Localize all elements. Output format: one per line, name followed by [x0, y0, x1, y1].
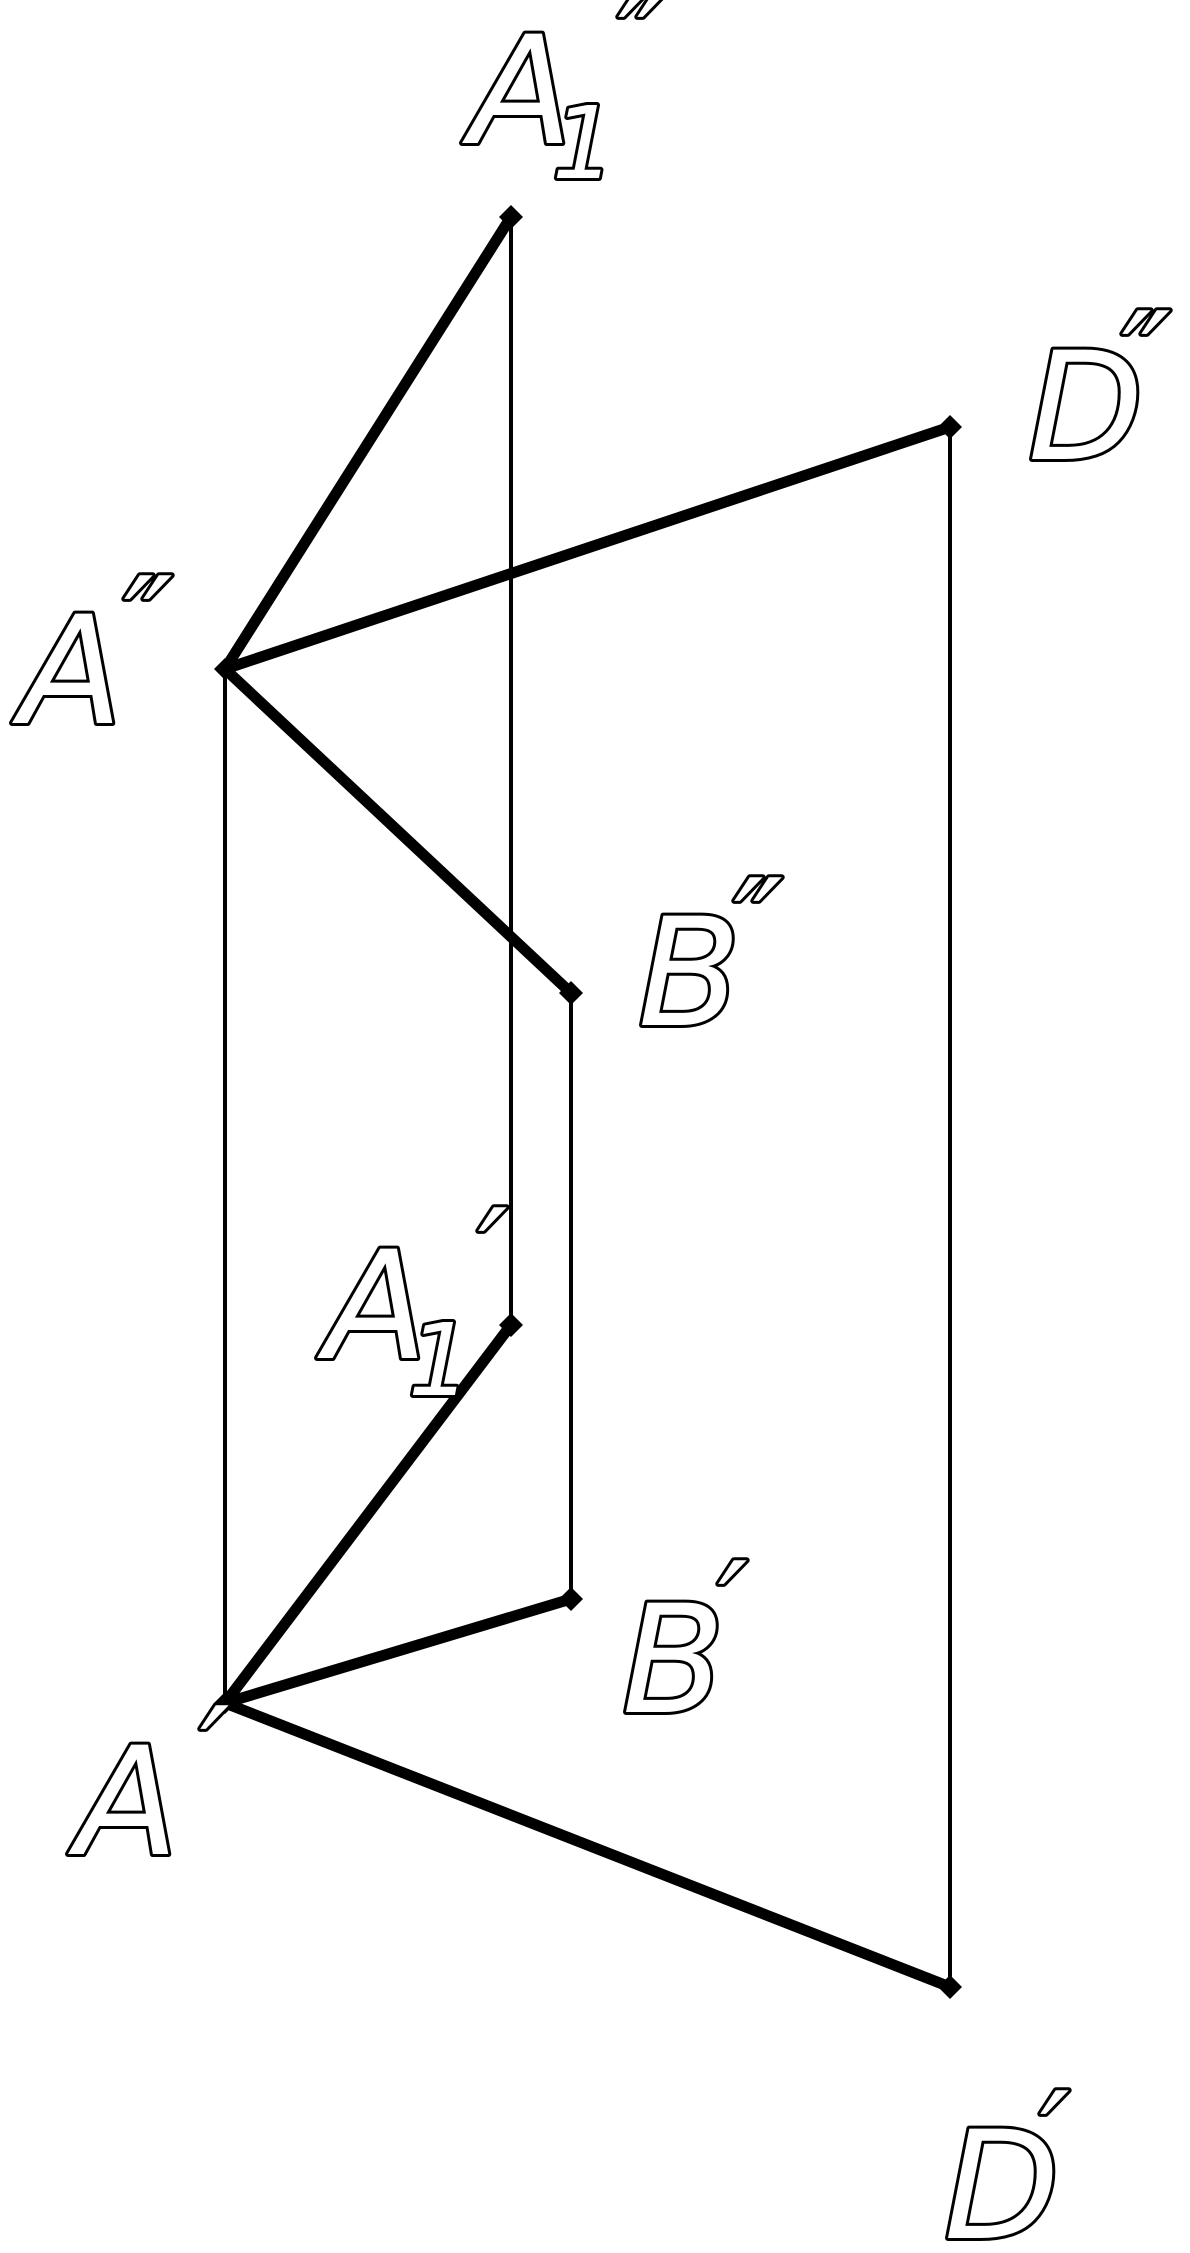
label-primes: ″: [618, 0, 667, 119]
label-subscript: 1: [408, 1302, 472, 1419]
point-a-horizontal-marker: [214, 1692, 236, 1714]
segment-a-d-frontal: [219, 421, 956, 675]
label-a-single-prime: A ′: [65, 1676, 233, 1893]
label-letter: A: [12, 585, 123, 759]
label-subscript: 1: [552, 85, 616, 202]
point-markers: [214, 205, 962, 1999]
label-primes: ″: [734, 851, 783, 1003]
label-letter: D: [944, 2100, 1060, 2253]
point-a1-frontal-marker: [499, 205, 523, 229]
label-a1-double-prime: A 1 ″: [459, 0, 670, 205]
segment-a-b-horizontal: [219, 1593, 577, 1709]
point-d-frontal-marker: [938, 415, 962, 439]
label-letter: A: [68, 1716, 179, 1890]
label-letter: D: [1028, 321, 1144, 495]
point-a1-horizontal-marker: [499, 1313, 523, 1337]
segment-a-a1-horizontal: [219, 1319, 517, 1709]
label-letter: A: [317, 1220, 428, 1394]
label-letter: B: [638, 887, 741, 1061]
label-primes: ′: [1040, 2064, 1070, 2216]
label-primes: ′: [200, 1679, 230, 1831]
point-a-frontal-marker: [214, 658, 236, 680]
label-primes: ′: [718, 1534, 748, 1686]
point-b-horizontal-marker: [559, 1587, 583, 1611]
label-primes: ″: [1122, 284, 1171, 436]
segment-a-a1-frontal: [219, 211, 517, 675]
point-labels: A 1 ″ D ″ A ″ B ″ A 1 ′ B ′ A ′: [9, 0, 1174, 2253]
label-letter: A: [462, 5, 573, 179]
label-primes: ″: [124, 549, 173, 701]
label-b-single-prime: B ′: [619, 1531, 751, 1751]
point-b-frontal-marker: [559, 981, 583, 1005]
point-d-horizontal-marker: [938, 1975, 962, 1999]
projection-link-lines: [223, 217, 952, 1987]
frontal-projection: [219, 211, 956, 999]
segment-a-b-frontal: [219, 663, 577, 999]
label-d-double-prime: D ″: [1025, 281, 1174, 498]
segment-a-d-horizontal: [219, 1697, 956, 1993]
horizontal-projection: [219, 1319, 956, 1993]
label-d-single-prime: D ′: [941, 2061, 1073, 2253]
label-primes: ′: [478, 1181, 508, 1333]
label-letter: B: [622, 1574, 725, 1748]
label-b-double-prime: B ″: [635, 848, 786, 1064]
label-a-double-prime: A ″: [9, 546, 176, 762]
label-a1-single-prime: A 1 ′: [314, 1178, 511, 1422]
